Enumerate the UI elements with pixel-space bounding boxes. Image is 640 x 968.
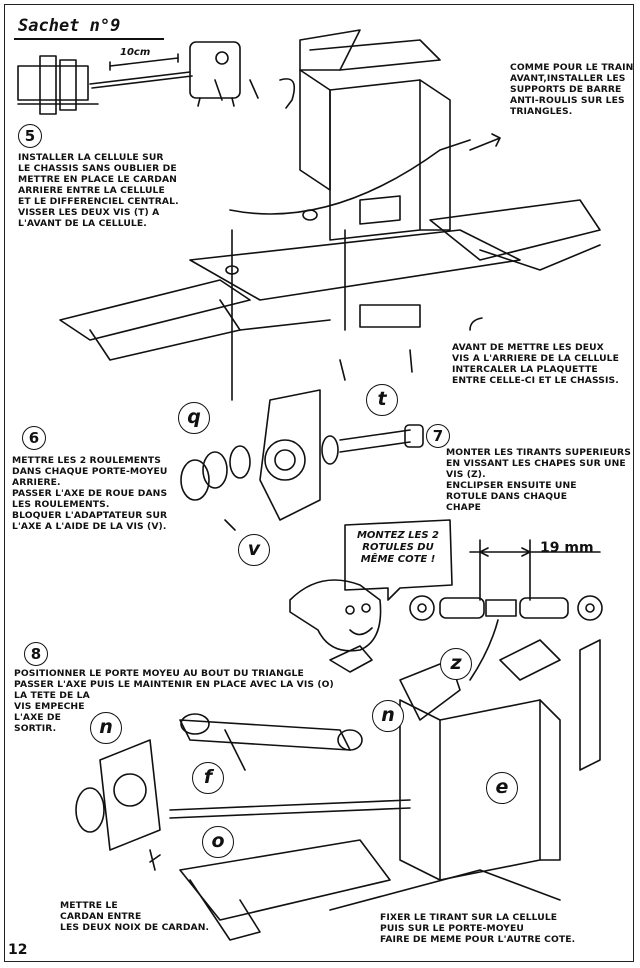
step5-instructions: INSTALLER LA CELLULE SUR LE CHASSIS SANS… [18,152,179,229]
step8-instructions: POSITIONNER LE PORTE MOYEU AU BOUT DU TR… [14,668,334,690]
cartoon-mascot [289,579,382,673]
step-number-7: 7 [426,424,450,448]
diagram-tie-rod-19mm [409,539,603,681]
note-train-avant: COMME POUR LE TRAIN AVANT,INSTALLER LES … [510,62,634,117]
title-underline [14,38,164,40]
dimension-10cm: 10cm [120,47,151,58]
dimension-19mm: 19 mm [540,540,594,556]
note-cardan: METTRE LE CARDAN ENTRE LES DEUX NOIX DE … [60,900,210,933]
label-z: z [440,648,472,680]
label-f: f [192,762,224,794]
note-plaquette: AVANT DE METTRE LES DEUX VIS A L'ARRIERE… [452,342,619,386]
step-number-6: 6 [22,426,46,450]
manual-page-frame [4,4,634,962]
diagram-assembly-step8 [75,639,601,941]
step7-instructions: MONTER LES TIRANTS SUPERIEURS EN VISSANT… [446,447,631,513]
speech-bubble-text: MONTEZ LES 2 ROTULES DU MÊME COTE ! [356,530,440,565]
step8-note-vis: LA TETE DE LA VIS EMPECHE L'AXE DE SORTI… [14,690,90,734]
diagram-chassis-step5 [59,29,601,401]
label-e: e [486,772,518,804]
diagram-hub-step6 [180,389,424,531]
page-number: 12 [8,942,28,958]
step6-instructions: METTRE LES 2 ROULEMENTS DANS CHAQUE PORT… [12,455,168,532]
diagram-cardan-length [17,41,296,115]
step-number-5: 5 [18,124,42,148]
label-n-left: n [90,712,122,744]
step-number-8: 8 [24,642,48,666]
label-q: q [178,402,210,434]
speech-bubble [344,519,453,601]
note-tirant: FIXER LE TIRANT SUR LA CELLULE PUIS SUR … [380,912,576,945]
label-v: v [238,534,270,566]
label-t: t [366,384,398,416]
label-n-right: n [372,700,404,732]
label-o: o [202,826,234,858]
page-title: Sachet n°9 [18,16,121,36]
